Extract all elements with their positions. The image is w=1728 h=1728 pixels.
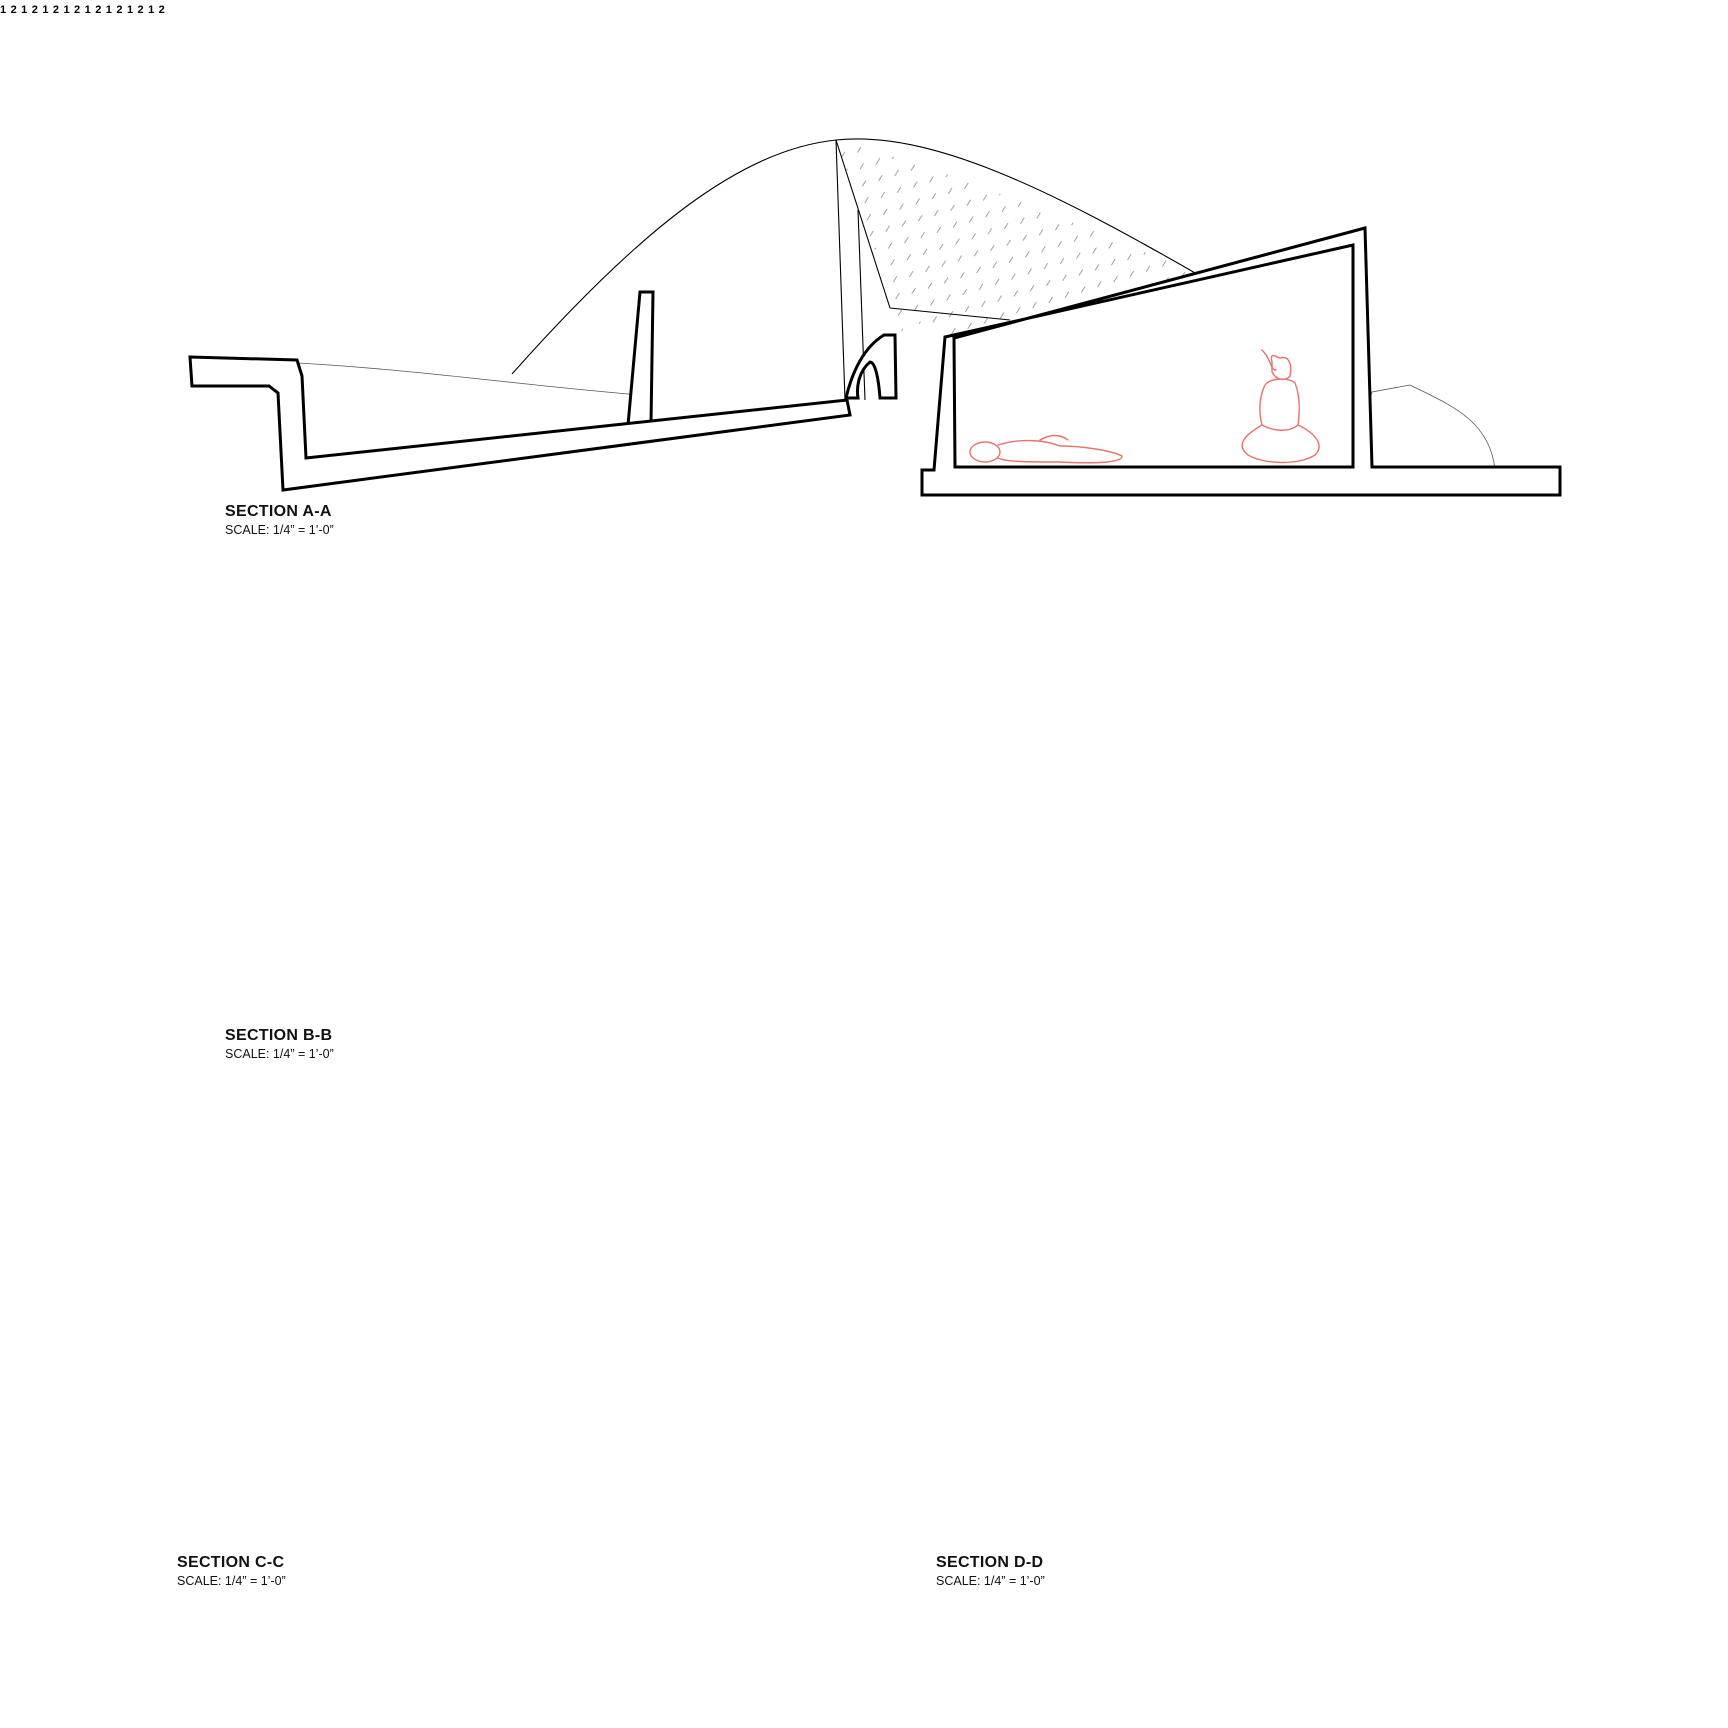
level-label-2: 2 — [95, 4, 102, 16]
level-label-1: 1 — [148, 4, 155, 16]
level-marker-b-left-1: 1 — [42, 0, 53, 17]
section-c-c-title: SECTION C-C — [177, 1554, 285, 1571]
section-a-a-arch — [844, 333, 898, 400]
level-label-1: 1 — [63, 4, 70, 16]
level-label-2: 2 — [74, 4, 81, 16]
level-marker-c-right-1: 1 — [106, 0, 117, 17]
level-label-2: 2 — [116, 4, 123, 16]
level-marker-d-right-2: 2 — [159, 0, 165, 17]
section-a-a-sitting-figure — [1241, 349, 1320, 464]
level-marker-b-left-2: 2 — [53, 0, 64, 17]
level-label-1: 1 — [0, 4, 7, 16]
section-a-a-wall-edge — [835, 139, 891, 309]
level-label-1: 1 — [84, 4, 91, 16]
section-a-a-title: SECTION A-A — [225, 503, 332, 520]
level-label-2: 2 — [137, 4, 144, 16]
level-marker-c-left-1: 1 — [85, 0, 96, 17]
section-c-c-scale: SCALE: 1/4” = 1’-0” — [177, 1574, 286, 1588]
section-b-b-scale: SCALE: 1/4” = 1’-0” — [225, 1047, 334, 1061]
level-marker-d-left-1: 1 — [127, 0, 138, 17]
section-a-a-wall-edge — [889, 307, 1011, 321]
level-marker-a-right-2: 2 — [32, 0, 43, 17]
level-label-1: 1 — [21, 4, 28, 16]
level-marker-d-right-1: 1 — [148, 0, 159, 17]
section-d-d-title: SECTION D-D — [936, 1554, 1044, 1571]
section-a-a-terrain — [1369, 384, 1496, 471]
level-label-1: 1 — [42, 4, 49, 16]
section-a-a-scale: SCALE: 1/4” = 1’-0” — [225, 523, 334, 537]
level-marker-b-right-1: 1 — [63, 0, 74, 17]
section-a-a-wall-edge — [835, 139, 846, 401]
level-marker-b-right-2: 2 — [74, 0, 85, 17]
section-a-a-lying-figure — [969, 434, 1123, 464]
level-marker-d-left-2: 2 — [138, 0, 149, 17]
level-label-2: 2 — [158, 4, 165, 16]
level-marker-c-left-2: 2 — [95, 0, 106, 17]
section-a-a-room — [920, 226, 1562, 497]
section-a-a-slab-left — [188, 355, 852, 492]
section-d-d-scale: SCALE: 1/4” = 1’-0” — [936, 1574, 1045, 1588]
level-label-2: 2 — [52, 4, 60, 16]
section-b-b-title: SECTION B-B — [225, 1027, 333, 1044]
section-a-a-ground-line — [297, 362, 641, 396]
level-markers: 1 2 1 2 1 2 1 2 — [0, 0, 165, 17]
level-label-1: 1 — [105, 4, 112, 16]
section-a-a-drawing — [188, 138, 1562, 497]
level-label-1: 1 — [126, 4, 134, 16]
level-marker-a-left-2: 2 — [11, 0, 22, 17]
level-label-2: 2 — [10, 4, 17, 16]
level-label-2: 2 — [31, 4, 38, 16]
level-marker-c-right-2: 2 — [116, 0, 127, 17]
section-a-a-fin — [626, 290, 655, 427]
level-marker-a-left-1: 1 — [0, 0, 11, 17]
level-marker-a-right-1: 1 — [21, 0, 32, 17]
